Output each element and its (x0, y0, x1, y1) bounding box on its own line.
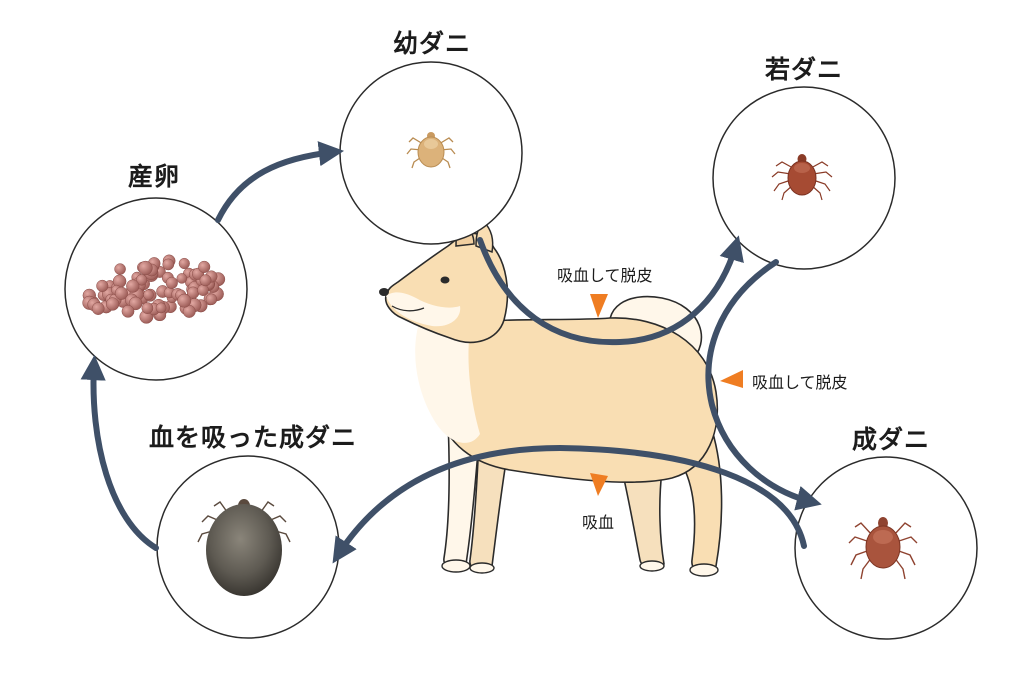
egg (177, 293, 192, 308)
dog-chest (415, 320, 480, 443)
engorged-stage-title: 血を吸った成ダニ (148, 423, 358, 452)
larva-stage-circle (339, 61, 523, 245)
dog-mouth (391, 305, 425, 312)
engorged-stage-circle (156, 455, 340, 639)
egg (91, 302, 105, 315)
engorged-tick-icon (197, 499, 291, 596)
arrow-adult-to-engorged (332, 444, 807, 564)
egg (205, 293, 218, 306)
egg (199, 274, 212, 287)
arrow-larva-to-nymph (477, 235, 744, 346)
egg (114, 286, 128, 300)
larva-stage-title: 幼ダニ (392, 29, 472, 58)
nymph-feed-molt-label: 吸血して脱皮 (752, 373, 848, 392)
larva-feed-molt-label: 吸血して脱皮 (557, 266, 653, 285)
marker-adult-feed (590, 473, 608, 496)
dog-eye (440, 276, 450, 284)
egg (138, 260, 153, 276)
egg (155, 302, 167, 314)
bite-markers (590, 294, 743, 496)
egg-cluster-illustration (82, 254, 226, 324)
nymph-tick-icon (771, 154, 833, 201)
egg (128, 296, 143, 311)
egg (198, 260, 211, 273)
shiba-dog-illustration (379, 219, 723, 577)
dog-muzzle (386, 292, 461, 327)
nymph-stage-circle (712, 86, 896, 270)
egg (176, 273, 188, 284)
egg (143, 289, 154, 301)
marker-nymph-feed (720, 370, 743, 388)
cycle-arrows (80, 141, 822, 564)
egg (162, 258, 175, 271)
egg (96, 279, 109, 292)
egg (178, 257, 190, 270)
egg (105, 297, 120, 311)
egg (165, 276, 178, 289)
egg-stage-circle (64, 197, 248, 381)
dog-back-leg-far (620, 469, 665, 570)
arrow-nymph-to-adult (705, 259, 822, 511)
egg (141, 302, 154, 314)
egg (121, 304, 135, 318)
arrow-engorged-to-egg (80, 354, 159, 551)
nymph-stage-title: 若ダニ (764, 55, 844, 84)
dog-nose (379, 288, 389, 296)
egg-stage-title: 産卵 (127, 162, 181, 191)
larva-tick-icon (406, 132, 456, 169)
egg (197, 284, 209, 296)
arrow-egg-to-larva (215, 141, 345, 223)
marker-larva-feed (590, 294, 608, 318)
egg (135, 274, 148, 286)
egg (114, 263, 126, 275)
egg (126, 279, 140, 293)
adult-tick-icon (848, 517, 918, 580)
adult-stage-title: 成ダニ (851, 425, 931, 454)
adult-stage-circle (794, 456, 978, 640)
adult-feed-label: 吸血 (582, 513, 615, 532)
